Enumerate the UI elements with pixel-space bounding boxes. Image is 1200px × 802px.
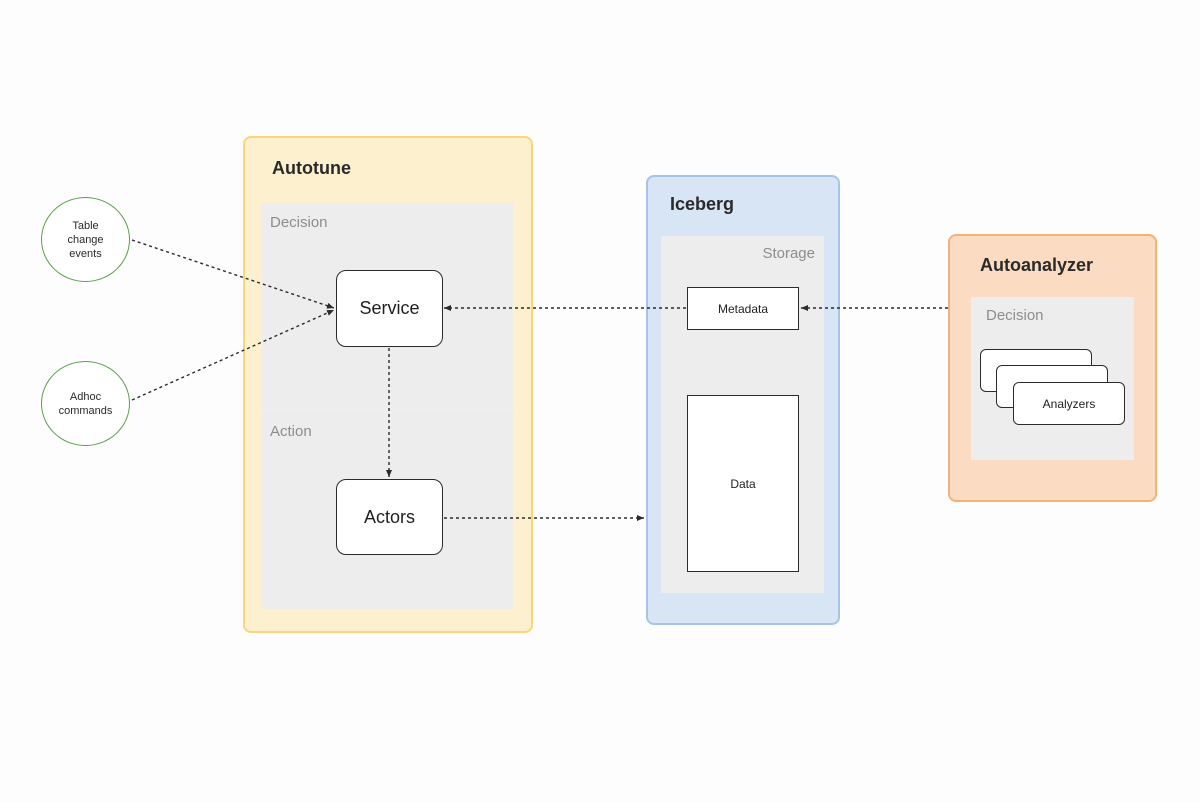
actors-node[interactable]: Actors — [336, 479, 443, 555]
adhoc-commands-input[interactable]: Adhoc commands — [41, 361, 130, 446]
metadata-node[interactable]: Metadata — [687, 287, 799, 330]
autoanalyzer-decision-label: Decision — [986, 307, 1044, 324]
iceberg-storage-label: Storage — [762, 245, 815, 262]
iceberg-title: Iceberg — [670, 194, 735, 214]
edge-events-to-service — [131, 239, 335, 309]
service-node[interactable]: Service — [336, 270, 443, 347]
autotune-action-label: Action — [270, 423, 312, 440]
analyzers-node[interactable]: Analyzers — [1013, 382, 1125, 425]
table-change-events-input[interactable]: Table change events — [41, 197, 130, 282]
data-node[interactable]: Data — [687, 395, 799, 572]
autotune-title: Autotune — [272, 158, 351, 178]
autoanalyzer-title: Autoanalyzer — [980, 255, 1094, 275]
autotune-decision-label: Decision — [270, 214, 328, 231]
edge-adhoc-to-service — [131, 309, 335, 401]
